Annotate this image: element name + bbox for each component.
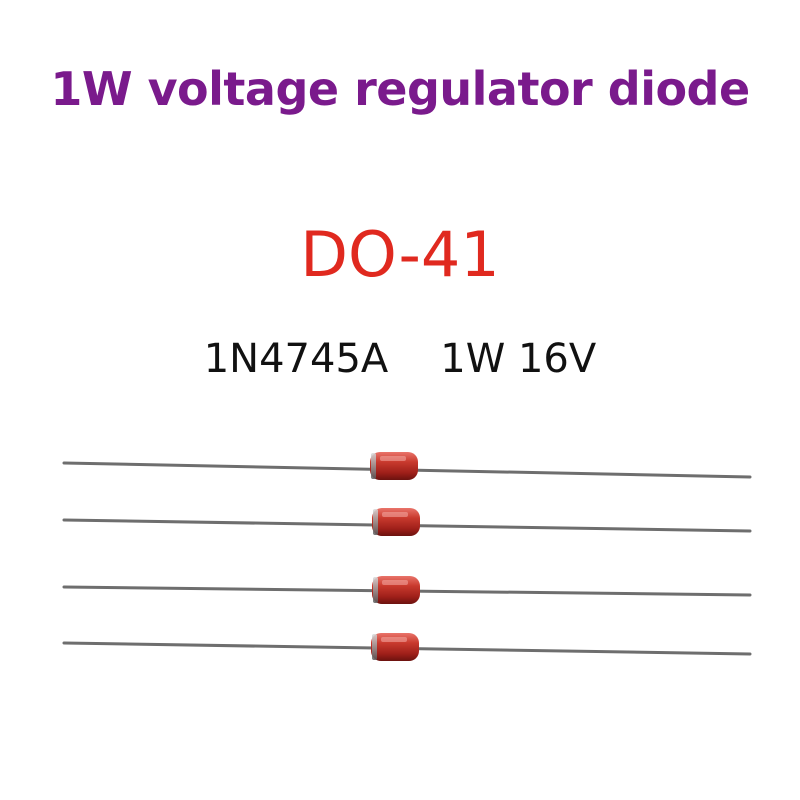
diode-icon — [62, 576, 752, 604]
package-label: DO-41 — [300, 218, 500, 291]
product-title: 1W voltage regulator diode — [50, 62, 750, 116]
diode-icon — [62, 633, 752, 661]
diode-icon — [62, 452, 752, 480]
spec-row: 1N4745A 1W 16V — [0, 336, 800, 382]
rating: 1W 16V — [440, 336, 597, 382]
part-number: 1N4745A — [203, 336, 389, 382]
diode-icon — [62, 508, 752, 536]
